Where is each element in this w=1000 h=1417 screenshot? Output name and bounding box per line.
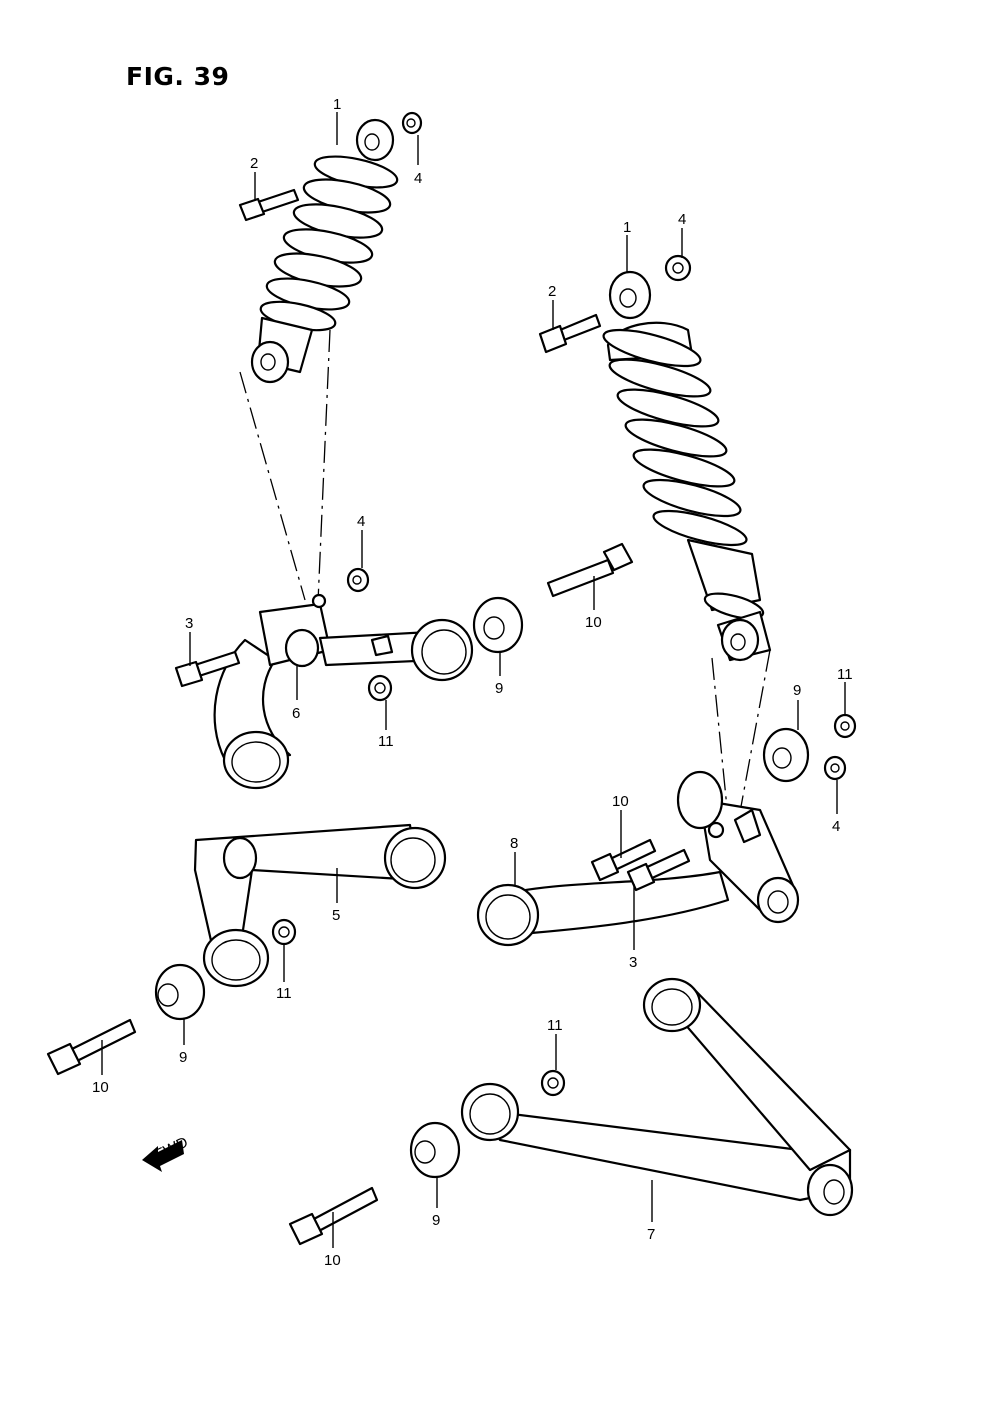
left-upper-arm-pivot — [410, 618, 474, 682]
callout-9-left-bushing: 9 — [495, 680, 503, 697]
callout-9-right-bushing: 9 — [793, 682, 801, 699]
callout-10-right-lower-bolt: 10 — [324, 1252, 341, 1269]
right-lower-arm-ball-joint — [806, 1163, 854, 1217]
right-upper-arm-pivot — [676, 770, 724, 830]
callout-11-left-lower-nut: 11 — [276, 985, 292, 1002]
callout-10-left-bolt: 10 — [585, 614, 602, 631]
right-arm-shock-nut — [823, 755, 847, 781]
left-lower-arm-bolt — [46, 1018, 137, 1076]
callout-2-right-bolt: 2 — [548, 283, 556, 300]
callout-2-left-bolt: 2 — [250, 155, 258, 172]
callout-4-right-arm-nut: 4 — [832, 818, 840, 835]
callout-4-left-arm-nut: 4 — [357, 513, 365, 530]
right-arm-bushing-9 — [762, 727, 810, 783]
right-upper-arm-bushing — [476, 883, 540, 947]
leader-lines — [101, 112, 846, 1248]
callout-11-right-lower-nut: 11 — [547, 1017, 563, 1034]
callout-11-right-nut: 11 — [837, 666, 853, 683]
left-upper-arm-bushing — [222, 730, 290, 790]
right-arm-nut-11 — [833, 713, 857, 739]
callout-10-right-bolt: 10 — [612, 793, 629, 810]
callout-3-right-bolt: 3 — [629, 954, 637, 971]
right-shock-upper-bolt — [538, 313, 602, 354]
callout-11-left-arm-nut: 11 — [378, 733, 394, 750]
callout-3-left-bolt: 3 — [185, 615, 193, 632]
right-shock-lower-eye — [720, 618, 760, 662]
right-upper-arm — [476, 770, 800, 947]
right-lower-arm-rear-pivot — [642, 977, 702, 1033]
left-shock-upper-eye — [355, 118, 395, 162]
left-arm-nut — [367, 674, 393, 702]
callout-9-left-lower-bushing: 9 — [179, 1049, 187, 1066]
left-upper-arm — [213, 593, 474, 790]
left-shock-spring — [259, 155, 399, 332]
callout-5-left-lower-arm: 5 — [332, 907, 340, 924]
callout-1-left-shock: 1 — [333, 96, 341, 113]
callout-6-left-upper-arm: 6 — [292, 705, 300, 722]
right-lower-arm — [460, 977, 854, 1217]
left-arm-shock-nut — [346, 567, 370, 593]
left-lower-arm-bushing — [202, 928, 270, 988]
right-shock-spring — [602, 328, 748, 547]
left-shock-lower-eye — [250, 340, 290, 384]
left-arm-pivot-bolt — [546, 542, 634, 598]
right-lower-arm-front-pivot — [460, 1082, 520, 1142]
left-lower-arm-bushing-9 — [154, 963, 206, 1021]
right-lower-arm-bolt — [288, 1186, 379, 1246]
left-shock-absorber — [250, 118, 399, 384]
callout-10-left-lower-bolt: 10 — [92, 1079, 109, 1096]
callout-4-right-top-nut: 4 — [678, 211, 686, 228]
figure-title: FIG. 39 — [126, 62, 230, 91]
right-shock-upper-eye — [608, 270, 652, 320]
left-arm-bushing-9 — [472, 596, 524, 654]
left-arm-shock-bolt — [174, 650, 241, 688]
callout-7-right-lower-arm: 7 — [647, 1226, 655, 1243]
callout-9-right-lower-bushing: 9 — [432, 1212, 440, 1229]
right-arm-pivot-bolt — [590, 838, 657, 882]
callout-8-right-upper-arm: 8 — [510, 835, 518, 852]
right-shock-absorber — [602, 270, 772, 662]
left-shock-upper-nut — [401, 111, 423, 135]
forward-direction-arrow: FWD — [142, 1134, 191, 1172]
callout-1-right-shock: 1 — [623, 219, 631, 236]
left-lower-arm — [193, 823, 447, 988]
callout-labels: 1 2 4 1 4 2 4 3 6 11 9 10 9 11 4 10 8 3 … — [92, 96, 853, 1269]
left-lower-arm-nut — [271, 918, 297, 946]
callout-4-left-top-nut: 4 — [414, 170, 422, 187]
right-lower-arm-nut — [540, 1069, 566, 1097]
left-shock-upper-bolt — [238, 188, 300, 222]
right-shock-upper-nut — [664, 254, 692, 282]
left-lower-arm-pivot — [383, 826, 447, 890]
